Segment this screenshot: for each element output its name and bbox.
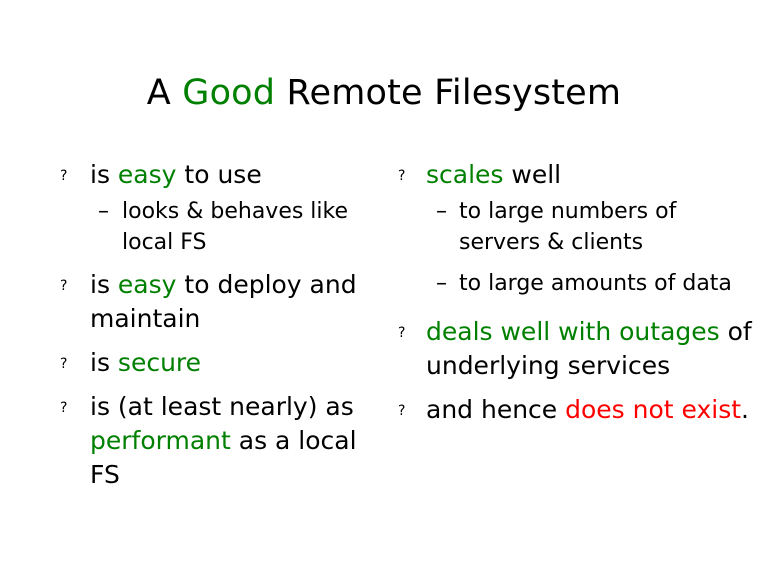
text-segment-highlight: secure (117, 348, 202, 377)
title-part-plain-2: Remote Filesystem (275, 73, 622, 113)
list-item-text: to large amounts of data (459, 271, 732, 296)
list-item: ? deals well with outages of underlying … (394, 315, 754, 383)
bullet-marker-icon: ? (398, 168, 406, 184)
list-item: ? is easy to deploy and maintain (56, 268, 386, 336)
left-column: ? is easy to use – looks & behaves like … (56, 158, 386, 496)
list-item-text: is (at least nearly) as performant as a … (90, 392, 357, 489)
spacer (394, 303, 754, 315)
bullet-marker-icon: ? (60, 278, 68, 294)
list-item: ? scales well (394, 158, 754, 192)
text-segment: is (90, 348, 118, 377)
text-segment: to large amounts of data (459, 271, 732, 296)
text-segment: to deploy and maintain (90, 270, 357, 333)
page-title: A Good Remote Filesystem (0, 72, 768, 114)
bullet-marker-icon: ? (398, 325, 406, 341)
list-item-text: and hence does not exist. (426, 395, 749, 424)
text-segment: . (741, 395, 749, 424)
list-item-text: deals well with outages of underlying se… (426, 317, 752, 380)
text-segment: and hence (426, 395, 566, 424)
list-item: ? is easy to use (56, 158, 386, 192)
text-segment-highlight: scales (426, 160, 504, 189)
list-item-text: looks & behaves like local FS (122, 199, 348, 255)
text-segment: of underlying services (426, 317, 752, 380)
list-item-sub: – to large amounts of data (394, 268, 754, 299)
text-segment: is (at least nearly) as (90, 392, 354, 421)
list-item-text: is easy to deploy and maintain (90, 270, 357, 333)
list-item-sub: – to large numbers of servers & clients (394, 196, 754, 258)
text-segment: is (90, 270, 118, 299)
dash-bullet-icon: – (436, 271, 447, 296)
list-item-text: is easy to use (90, 160, 262, 189)
dash-bullet-icon: – (98, 199, 109, 224)
list-item: ? is secure (56, 346, 386, 380)
list-item-sub: – looks & behaves like local FS (56, 196, 386, 258)
list-item-text: to large numbers of servers & clients (459, 199, 676, 255)
bullet-marker-icon: ? (60, 168, 68, 184)
text-segment-alert: does not exist (565, 395, 742, 424)
bullet-marker-icon: ? (398, 403, 406, 419)
list-item: ? is (at least nearly) as performant as … (56, 390, 386, 492)
text-segment: well (503, 160, 562, 189)
text-segment: to large numbers of servers & clients (459, 199, 677, 255)
list-item: ? and hence does not exist. (394, 393, 754, 427)
text-segment: to use (176, 160, 262, 189)
text-segment-highlight: performant (90, 426, 231, 455)
title-highlight-good: Good (182, 73, 276, 113)
text-segment-highlight: easy (117, 270, 177, 299)
title-part-plain-1: A (146, 73, 183, 113)
text-segment: looks & behaves like local FS (122, 199, 349, 255)
list-item-text: scales well (426, 160, 561, 189)
bullet-marker-icon: ? (60, 356, 68, 372)
bullet-marker-icon: ? (60, 400, 68, 416)
list-item-text: is secure (90, 348, 201, 377)
text-segment: as a local FS (90, 426, 357, 489)
text-segment-highlight: deals well with outages (426, 317, 720, 346)
text-segment-highlight: easy (117, 160, 177, 189)
text-segment: is (90, 160, 118, 189)
dash-bullet-icon: – (436, 199, 447, 224)
right-column: ? scales well – to large numbers of serv… (394, 158, 754, 431)
